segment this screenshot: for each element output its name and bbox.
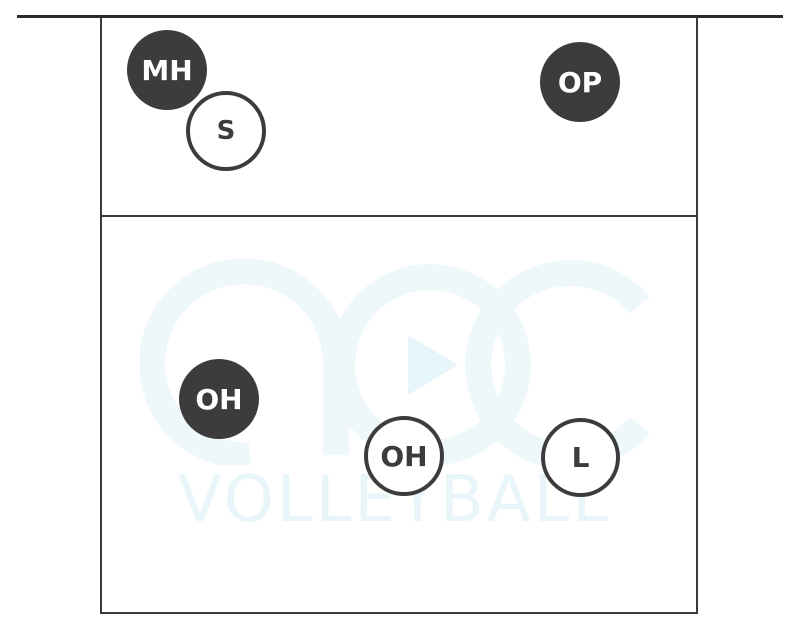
player-oh-left: OH — [179, 359, 259, 439]
player-mh: MH — [127, 30, 207, 110]
attack-line — [100, 215, 698, 217]
player-oh-back: OH — [364, 416, 444, 496]
player-op: OP — [540, 42, 620, 122]
court-boundary — [100, 17, 698, 614]
player-s: S — [186, 91, 266, 171]
net-line — [17, 15, 783, 18]
player-l: L — [541, 418, 620, 497]
